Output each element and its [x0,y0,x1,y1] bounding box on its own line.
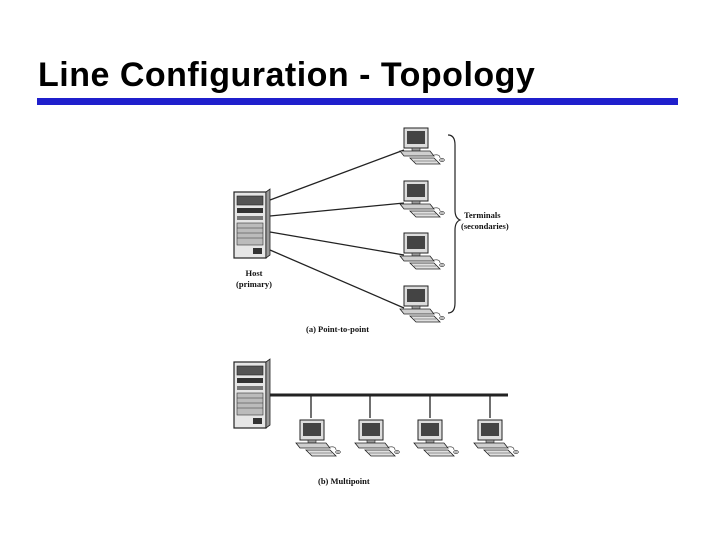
terminal-icon-b3 [413,419,459,457]
caption-point-to-point: (a) Point-to-point [306,324,369,334]
title-underline [37,98,678,105]
terminals-label: Terminals [464,210,501,220]
host-sublabel: (primary) [236,279,272,289]
caption-multipoint: (b) Multipoint [318,476,370,486]
link-line-2 [269,202,405,217]
terminal-icon-a4 [399,285,445,323]
terminal-icon-b2 [354,419,400,457]
terminal-icon-a2 [399,180,445,218]
host-label: Host [246,268,263,278]
terminal-icon-a1 [399,127,445,165]
terminal-icon-b4 [473,419,519,457]
multipoint-host-server-icon [233,358,271,429]
terminals-sublabel: (secondaries) [461,221,509,231]
slide-title: Line Configuration - Topology [38,56,536,94]
terminals-brace [447,134,462,314]
link-line-3 [269,231,405,256]
link-line-1 [269,149,405,201]
link-line-4 [269,249,405,309]
host-server-icon [233,188,271,259]
terminal-icon-a3 [399,232,445,270]
terminal-icon-b1 [295,419,341,457]
